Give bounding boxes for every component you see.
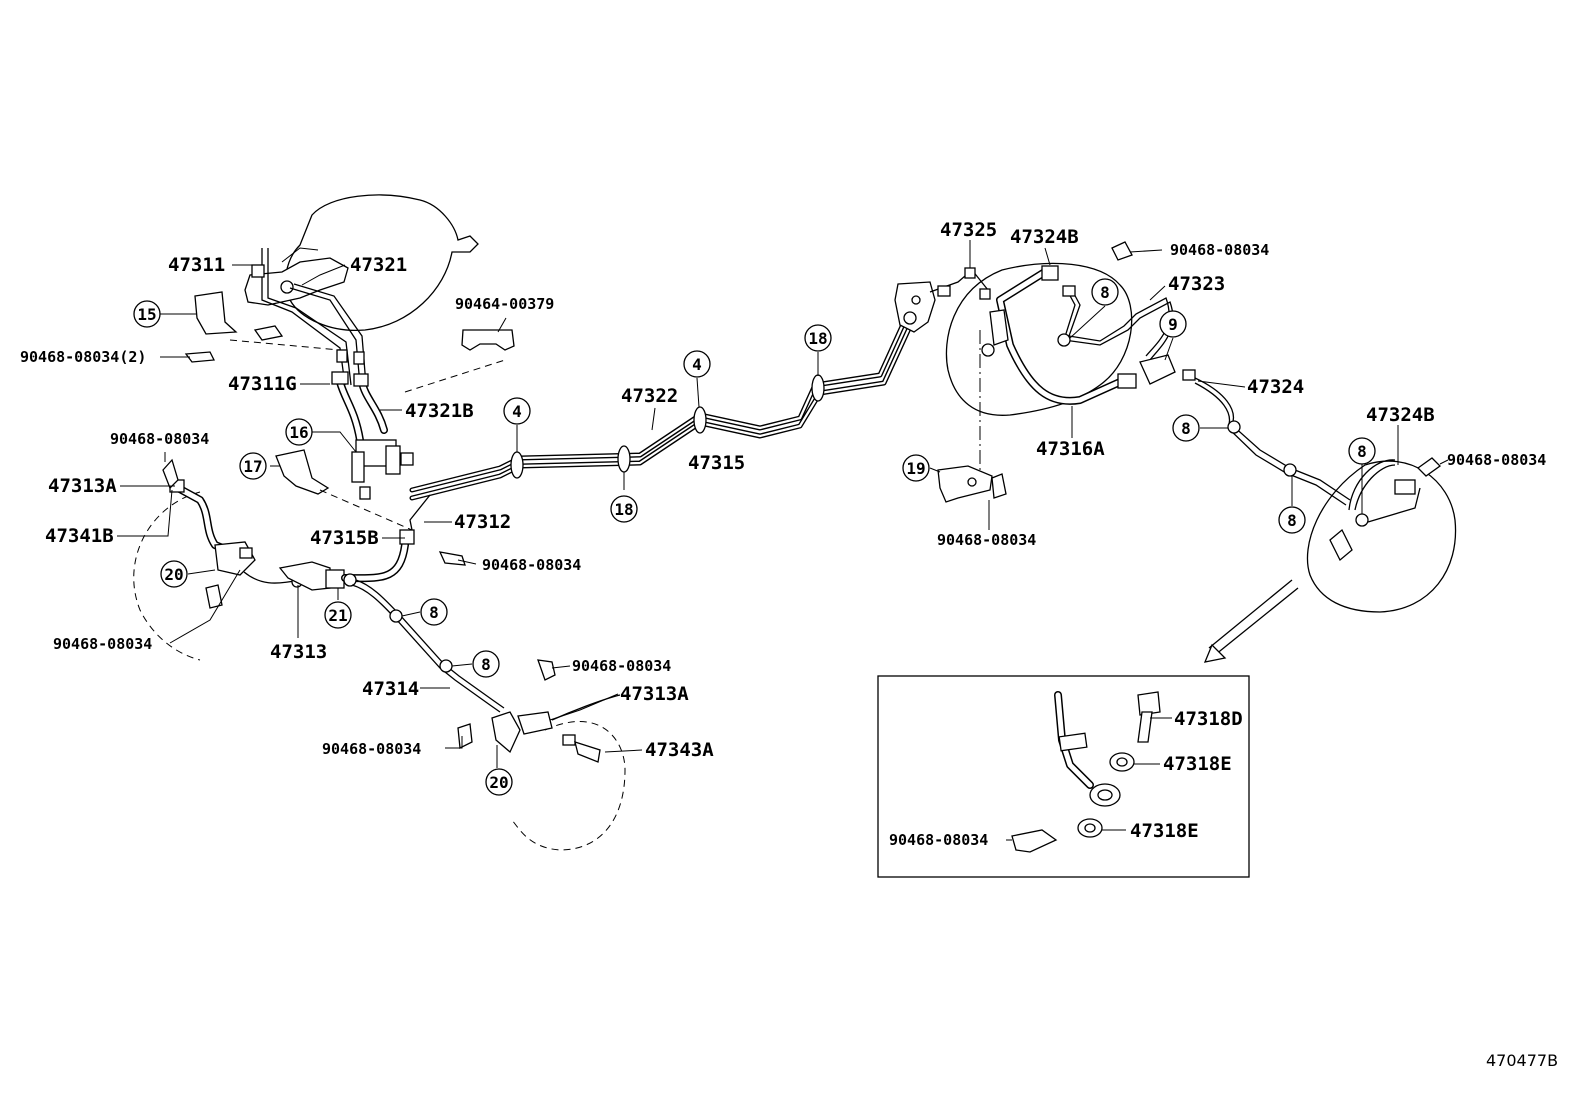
- label-47316A: 47316A: [1036, 438, 1105, 460]
- label-47318E-a: 47318E: [1163, 753, 1232, 775]
- master-cylinder: [244, 247, 349, 306]
- label-90468-08034-d: 90468-08034: [572, 657, 671, 675]
- diagram-reference-code: 470477B: [1486, 1051, 1558, 1070]
- label-47323: 47323: [1168, 273, 1225, 295]
- label-47324: 47324: [1247, 376, 1304, 398]
- svg-text:8: 8: [429, 603, 439, 622]
- label-90468-08034-2: 90468-08034(2): [20, 348, 146, 366]
- svg-text:8: 8: [481, 655, 491, 674]
- callout-8c: 8: [1091, 278, 1119, 306]
- three-way-joint: [351, 439, 414, 500]
- label-47321: 47321: [350, 254, 407, 276]
- svg-text:4: 4: [512, 402, 522, 421]
- label-47325: 47325: [940, 219, 997, 241]
- label-47324B-top: 47324B: [1010, 226, 1079, 248]
- label-47341B: 47341B: [45, 525, 114, 547]
- svg-text:17: 17: [243, 457, 262, 476]
- label-90468-08034-c: 90468-08034: [53, 635, 152, 653]
- label-47324B-right: 47324B: [1366, 404, 1435, 426]
- svg-text:8: 8: [1100, 283, 1110, 302]
- label-47313A-left: 47313A: [48, 475, 117, 497]
- svg-text:8: 8: [1287, 511, 1297, 530]
- callout-8f: 8: [1348, 437, 1376, 465]
- label-90468-08034-f: 90468-08034: [1170, 241, 1269, 259]
- label-90464-00379: 90464-00379: [455, 295, 554, 313]
- svg-text:8: 8: [1181, 419, 1191, 438]
- svg-text:9: 9: [1168, 315, 1178, 334]
- label-47313A-right: 47313A: [620, 683, 689, 705]
- label-90468-08034-a: 90468-08034: [110, 430, 209, 448]
- callout-21: 21: [324, 601, 352, 629]
- svg-text:20: 20: [164, 565, 183, 584]
- rear-flexible-hose-47316A: [981, 265, 1137, 405]
- bracket-15: [184, 291, 284, 363]
- label-47313: 47313: [270, 641, 327, 663]
- callout-8d: 8: [1172, 414, 1200, 442]
- label-90468-08034-h: 90468-08034: [1447, 451, 1546, 469]
- svg-text:18: 18: [808, 329, 827, 348]
- rear-junction-block: [894, 281, 936, 333]
- label-47315B: 47315B: [310, 527, 379, 549]
- svg-text:4: 4: [692, 355, 702, 374]
- callout-4b: 4: [683, 350, 711, 378]
- label-47343A: 47343A: [645, 739, 714, 761]
- clamp-90464-00379: [461, 329, 515, 351]
- main-brake-pipe: [409, 317, 915, 531]
- callout-16: 16: [285, 418, 313, 446]
- label-47314: 47314: [362, 678, 419, 700]
- callout-8a: 8: [420, 598, 448, 626]
- svg-text:21: 21: [328, 606, 347, 625]
- callout-20a: 20: [160, 560, 188, 588]
- label-47318E-b: 47318E: [1130, 820, 1199, 842]
- callout-8b: 8: [472, 650, 500, 678]
- svg-text:20: 20: [489, 773, 508, 792]
- detail-inset: [877, 675, 1250, 878]
- bracket-19: [937, 465, 1007, 503]
- right-front-brake-area: [457, 659, 626, 851]
- detail-arrow: [1203, 579, 1299, 663]
- label-47322: 47322: [621, 385, 678, 407]
- label-90468-08034-b: 90468-08034: [482, 556, 581, 574]
- callout-19: 19: [902, 454, 930, 482]
- left-brake-caliper-area: [133, 458, 466, 661]
- svg-text:16: 16: [289, 423, 308, 442]
- callout-20b: 20: [485, 768, 513, 796]
- label-47311G: 47311G: [228, 373, 297, 395]
- callout-9: 9: [1159, 310, 1187, 338]
- callout-17: 17: [239, 452, 267, 480]
- master-pipes: [251, 248, 388, 444]
- label-90468-08034-g: 90468-08034: [937, 531, 1036, 549]
- leader-lines: [117, 240, 1449, 841]
- callout-18b: 18: [804, 324, 832, 352]
- svg-text:18: 18: [614, 500, 633, 519]
- label-90468-08034-i: 90468-08034: [889, 831, 988, 849]
- label-90468-08034-e: 90468-08034: [322, 740, 421, 758]
- bracket-17: [275, 449, 330, 495]
- label-47318D: 47318D: [1174, 708, 1243, 730]
- label-47321B: 47321B: [405, 400, 474, 422]
- callout-4a: 4: [503, 397, 531, 425]
- rear-right-brake-area: [1111, 241, 1457, 613]
- callout-18a: 18: [610, 495, 638, 523]
- svg-text:19: 19: [906, 459, 925, 478]
- label-47315: 47315: [688, 452, 745, 474]
- callout-15: 15: [133, 300, 161, 328]
- svg-text:15: 15: [137, 305, 156, 324]
- svg-text:8: 8: [1357, 442, 1367, 461]
- callout-8e: 8: [1278, 506, 1306, 534]
- label-47312: 47312: [454, 511, 511, 533]
- pipe-47314: [351, 579, 505, 713]
- label-47311: 47311: [168, 254, 225, 276]
